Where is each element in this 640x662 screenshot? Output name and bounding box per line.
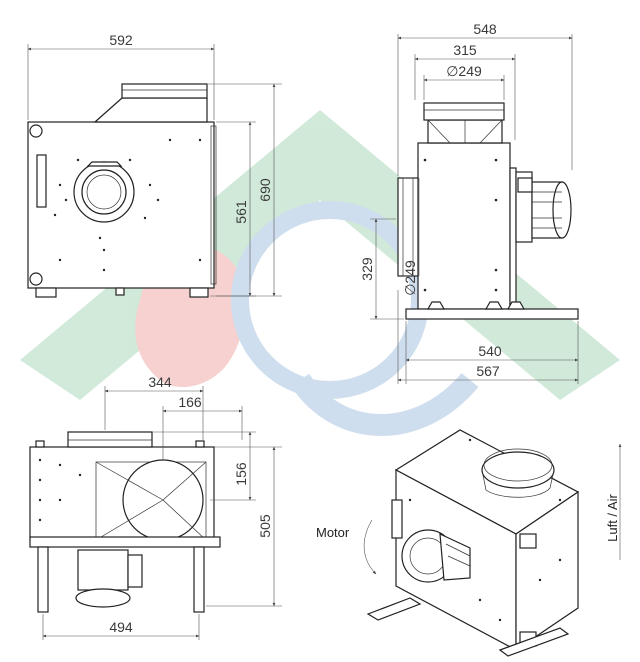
watermark-green-chevron [20,110,620,400]
dim-329: 329 [359,257,375,281]
dim-d249-top: ∅249 [446,63,482,79]
dim-540: 540 [478,343,502,359]
front-dims: 592 690 561 [27,32,282,297]
watermark-blue-arc [290,372,479,436]
dim-690: 690 [257,178,273,202]
front-view [27,83,217,298]
motor-rotation-arrow [363,519,377,575]
side-dims: 548 315 ∅249 329 ∅249 540 567 [359,21,579,384]
dim-315: 315 [453,42,477,58]
dim-494: 494 [109,619,133,635]
dim-d249-side: ∅249 [402,260,418,296]
watermark-blue-snowflake [231,201,429,399]
dim-505: 505 [257,514,273,538]
dim-561: 561 [233,200,249,224]
top-view [29,431,221,613]
side-view [397,102,579,320]
top-dims: 344 166 156 505 494 [42,374,282,640]
air-label: Luft / Air [605,493,620,541]
dim-567: 567 [476,363,500,379]
iso-view: Motor Luft / Air [316,429,622,657]
motor-label: Motor [316,525,350,540]
dim-592: 592 [109,32,133,48]
dim-344: 344 [148,374,172,390]
dim-166: 166 [178,394,202,410]
dim-156: 156 [233,462,249,486]
dim-548: 548 [473,21,497,37]
